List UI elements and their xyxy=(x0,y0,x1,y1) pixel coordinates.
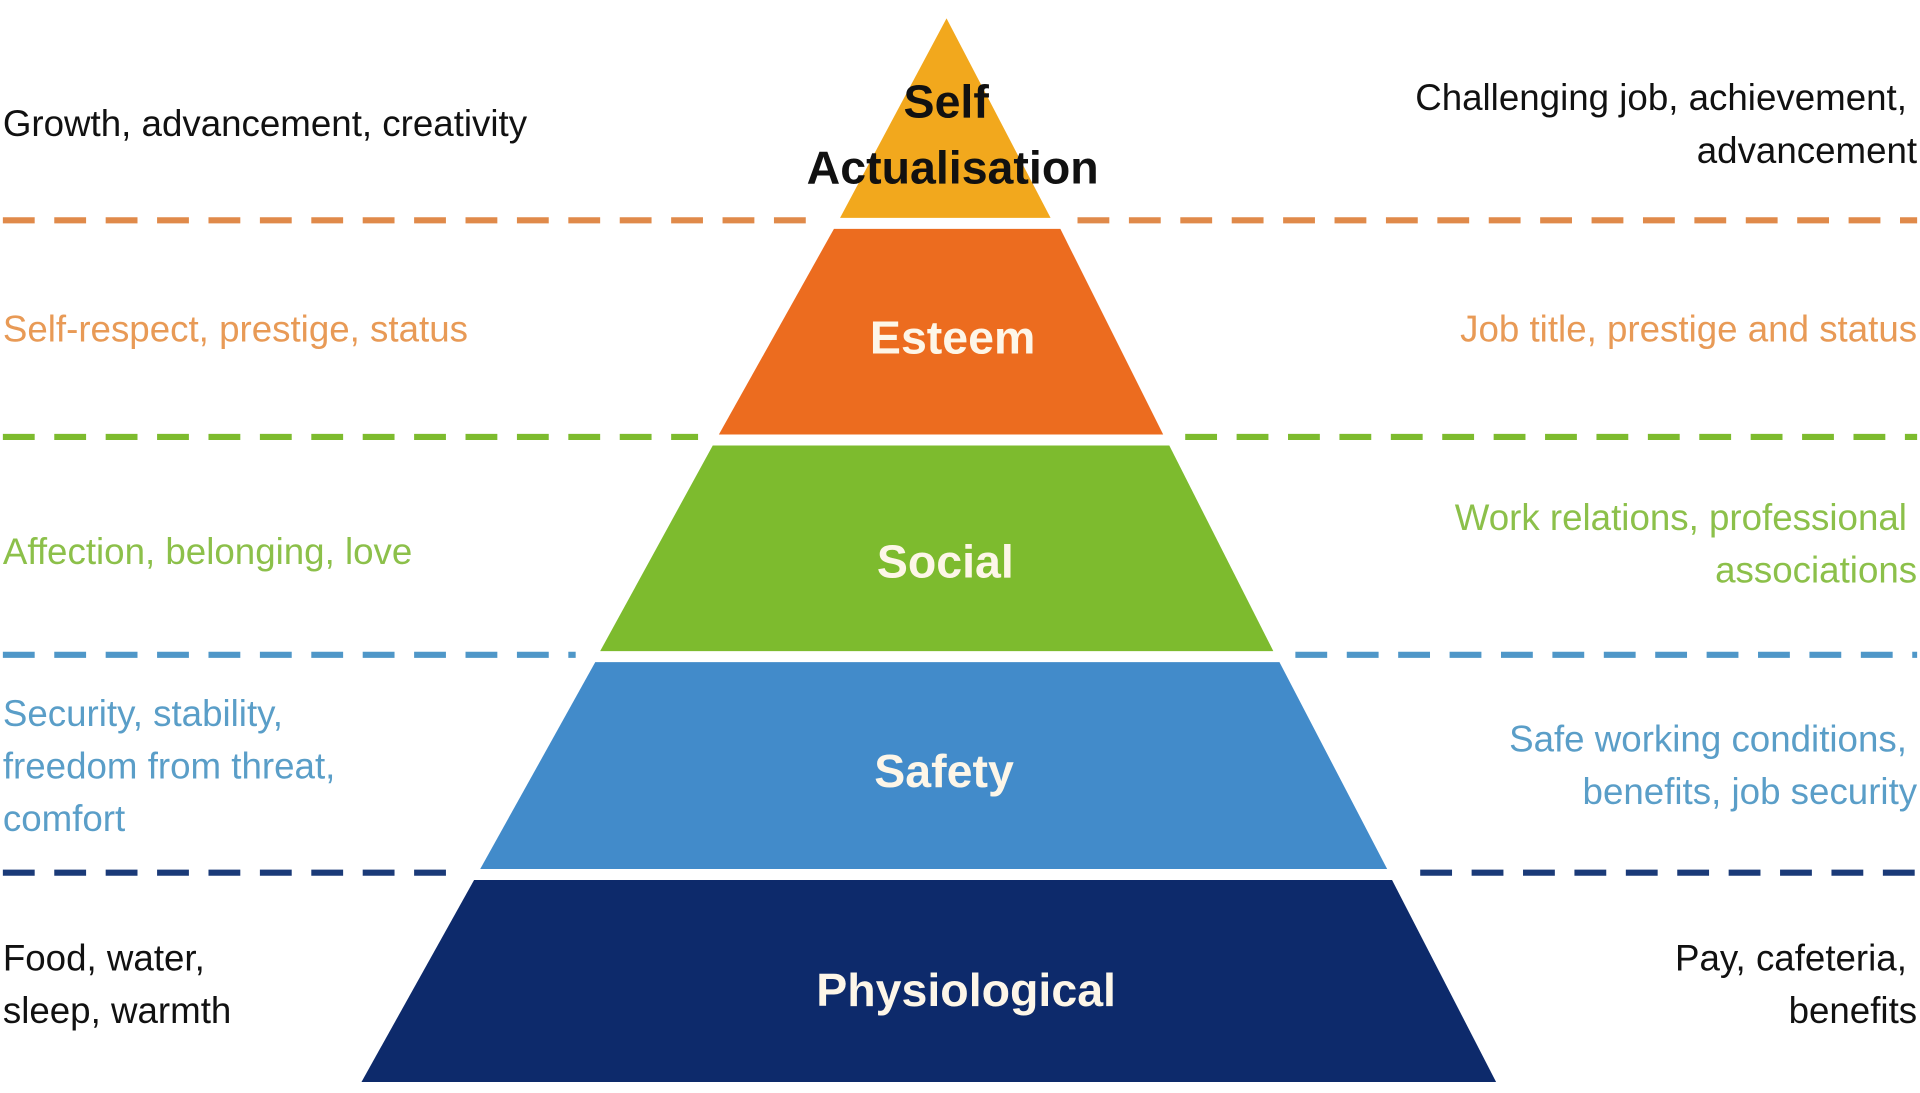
left-text-esteem: Self-respect, prestige, status xyxy=(3,308,468,349)
tier-esteem xyxy=(718,228,1164,435)
tier-self-actualisation xyxy=(840,18,1051,218)
left-text-safety: Security, stability, freedom from threat… xyxy=(3,693,346,839)
right-text-physiological: Pay, cafeteria, benefits xyxy=(1675,938,1917,1032)
level-label-safety: Safety xyxy=(874,745,1014,797)
tier-safety xyxy=(480,662,1388,870)
right-text-self-actualisation: Challenging job, achievement, advancemen… xyxy=(1415,77,1917,171)
right-text-social: Work relations, professional association… xyxy=(1455,497,1917,591)
level-label-social: Social xyxy=(877,536,1014,588)
level-label-esteem: Esteem xyxy=(870,312,1035,364)
left-text-physiological: Food, water, sleep, warmth xyxy=(3,938,231,1032)
level-label-physiological: Physiological xyxy=(816,964,1116,1016)
left-text-self-actualisation: Growth, advancement, creativity xyxy=(3,103,528,144)
level-label-self-actualisation: Self Actualisation xyxy=(807,76,1099,194)
right-text-safety: Safe working conditions, benefits, job s… xyxy=(1509,719,1918,813)
left-text-social: Affection, belonging, love xyxy=(3,531,412,572)
right-text-esteem: Job title, prestige and status xyxy=(1460,308,1917,349)
tier-physiological xyxy=(361,880,1497,1082)
tier-social xyxy=(600,445,1274,652)
separators xyxy=(2,217,1918,876)
